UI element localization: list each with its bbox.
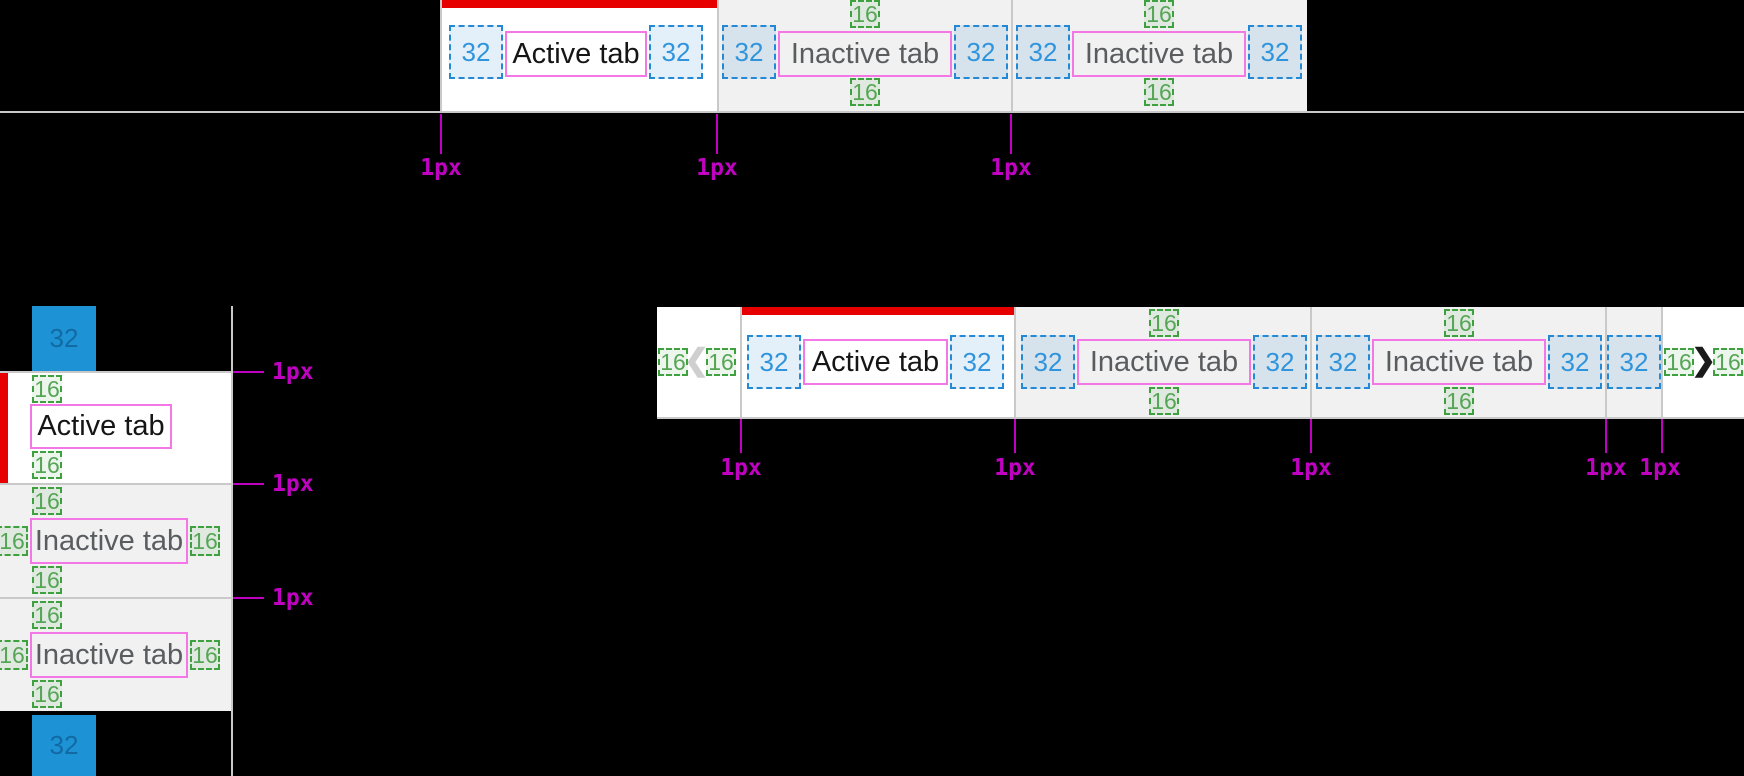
vertical-active-indicator [0,373,8,483]
vertical-inactive-tab-2-label: Inactive tab [30,632,188,678]
scroll-right-button[interactable] [1663,307,1744,417]
spacing-32-box: 32 [1248,25,1302,79]
border-1px-label: 1px [272,471,314,497]
spacing-16-box: 16 [1149,387,1179,415]
border-1px-label: 1px [1639,455,1681,481]
spacing-16-box: 16 [190,640,220,670]
spacing-16-box: 16 [850,0,880,28]
vertical-inactive-tab-1-label: Inactive tab [30,518,188,564]
border-callout-line [716,114,718,154]
spacing-16-box: 16 [32,601,62,629]
spacing-32-box: 32 [954,25,1008,79]
border-callout-line [233,371,264,373]
spacing-16-box: 16 [32,451,62,479]
border-1px-label: 1px [1290,455,1332,481]
spacing-16-box: 16 [1149,309,1179,337]
vertical-tab-inactive-2[interactable] [0,599,231,711]
border-callout-line [1661,419,1663,453]
vertical-scroll-up-block[interactable]: 32 [32,306,96,371]
bottom-bar-divider-1 [740,307,742,419]
spacing-16-box: 16 [850,78,880,106]
bottom-active-tab-label: Active tab [803,339,948,385]
border-callout-line [1605,419,1607,453]
bottom-bar-divider-3 [1310,307,1312,419]
top-inactive-tab-2-label: Inactive tab [1072,31,1246,77]
border-1px-label: 1px [272,359,314,385]
spacing-16-box: 16 [1444,387,1474,415]
top-tab-inactive-1[interactable] [718,0,1012,111]
chevron-right-icon[interactable]: ❯ [1690,344,1717,377]
bottom-bar-divider-5 [1661,307,1663,419]
spacing-16-box: 16 [32,566,62,594]
border-callout-line [1014,419,1016,453]
border-1px-label: 1px [994,455,1036,481]
spacing-16-box: 16 [1144,0,1174,28]
vertical-active-tab-label: Active tab [30,404,172,449]
spacing-16-box: 16 [32,375,62,403]
spacing-16-box: 16 [1713,348,1743,376]
border-1px-label: 1px [420,155,462,181]
bottom-active-indicator [742,307,1014,315]
spacing-16-box: 16 [0,526,28,556]
border-callout-line [1010,114,1012,154]
bottom-tab-active[interactable] [742,307,1014,417]
bottom-bar-bottom-border [657,417,1744,419]
spacing-32-box: 32 [950,335,1004,389]
spacing-32-box: 32 [649,25,703,79]
spacing-32-box: 32 [1021,335,1075,389]
vertical-tab-inactive-1[interactable] [0,485,231,597]
bottom-bar-divider-4 [1605,307,1607,419]
top-bar-bottom-border [0,111,1744,113]
border-callout-line [233,597,264,599]
top-bar-divider-1 [717,0,719,113]
spacing-32-box: 32 [1607,335,1661,389]
vertical-tab-active[interactable] [0,373,231,483]
top-tab-inactive-2[interactable] [1012,0,1307,111]
scroll-left-button[interactable] [657,307,740,417]
border-1px-label: 1px [990,155,1032,181]
spacing-16-box: 16 [1144,78,1174,106]
vertical-bar-right-border [231,306,233,776]
top-active-tab-label: Active tab [505,31,647,77]
vertical-bar-divider-1 [0,483,233,485]
spacing-16-box: 16 [1664,348,1694,376]
spacing-16-box: 16 [32,487,62,515]
border-1px-label: 1px [696,155,738,181]
spacing-32-box: 32 [1548,335,1602,389]
top-tab-active[interactable] [441,0,718,111]
spacing-32-box: 32 [1316,335,1370,389]
bottom-tab-inactive-2[interactable] [1312,307,1605,417]
spacing-32-box: 32 [747,335,801,389]
top-active-indicator [441,0,718,8]
spacing-32-box: 32 [1253,335,1307,389]
bottom-inactive-tab-2-label: Inactive tab [1372,339,1546,385]
border-1px-label: 1px [272,585,314,611]
vertical-bar-divider-2 [0,597,233,599]
spacing-32-box: 32 [449,25,503,79]
vertical-scroll-down-block[interactable]: 32 [32,715,96,776]
spacing-32-box: 32 [1016,25,1070,79]
border-callout-line [740,419,742,453]
bottom-inactive-tab-1-label: Inactive tab [1077,339,1251,385]
spacing-16-box: 16 [190,526,220,556]
top-bar-left-border [440,0,442,113]
bottom-bar-end-spacer [1607,307,1661,417]
border-callout-line [233,483,264,485]
border-1px-label: 1px [1585,455,1627,481]
top-inactive-tab-1-label: Inactive tab [778,31,952,77]
border-callout-line [440,114,442,154]
vertical-bar-top-border [0,371,233,373]
spacing-32-box: 32 [722,25,776,79]
spacing-16-box: 16 [658,348,688,376]
spacing-16-box: 16 [0,640,28,670]
spacing-16-box: 16 [706,348,736,376]
spacing-16-box: 16 [32,680,62,708]
bottom-tab-inactive-1[interactable] [1016,307,1310,417]
spacing-16-box: 16 [1444,309,1474,337]
bottom-bar-divider-2 [1014,307,1016,419]
border-1px-label: 1px [720,455,762,481]
top-bar-divider-2 [1011,0,1013,113]
border-callout-line [1310,419,1312,453]
chevron-left-icon: ❮ [683,344,710,377]
